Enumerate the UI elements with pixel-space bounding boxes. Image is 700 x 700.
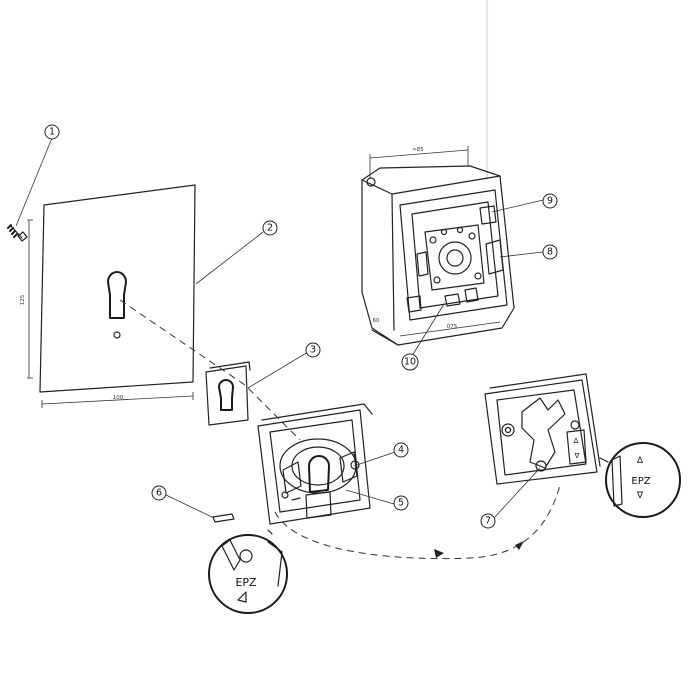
callout-6: 6 — [151, 485, 167, 501]
callout-5: 5 — [393, 495, 409, 511]
dimension-housing-base: 075 — [447, 324, 458, 330]
detail-right-arrow-down: ∇ — [636, 491, 644, 501]
arrow-up-mark: Δ — [574, 437, 579, 445]
part-rosette — [205, 361, 251, 426]
svg-text:6: 6 — [156, 488, 162, 499]
svg-text:10: 10 — [404, 357, 416, 368]
detail-right-label: EPZ — [631, 476, 650, 487]
alignment-line-cover — [119, 299, 301, 441]
callout-1: 1 — [44, 124, 60, 140]
svg-text:7: 7 — [485, 516, 491, 527]
part-surface-housing: ≈85 60 075 — [361, 146, 515, 346]
svg-text:3: 3 — [310, 345, 316, 356]
part-screw — [7, 224, 28, 242]
part-cover-plate: 125 100 — [20, 184, 196, 408]
detail-view-left: EPZ — [208, 529, 288, 614]
svg-text:5: 5 — [398, 498, 404, 509]
part-switch-insert — [257, 403, 373, 525]
dimension-housing-width: ≈85 — [412, 147, 424, 153]
detail-left-label: EPZ — [235, 576, 257, 589]
callout-7: 7 — [480, 513, 496, 529]
part-base-insert: Δ ∇ — [484, 373, 601, 485]
callout-9: 9 — [542, 193, 558, 209]
dimension-housing-depth: 60 — [373, 318, 380, 324]
callout-3: 3 — [305, 342, 321, 358]
assembly-path-arrow — [274, 484, 561, 560]
detail-right-arrow-up: Δ — [637, 456, 644, 466]
arrow-down-mark: ∇ — [574, 452, 580, 460]
svg-text:4: 4 — [398, 445, 404, 456]
detail-view-right: Δ EPZ ∇ — [599, 442, 681, 518]
svg-text:8: 8 — [547, 247, 553, 258]
callout-8: 8 — [542, 244, 558, 260]
callout-10: 10 — [401, 353, 419, 371]
svg-text:9: 9 — [547, 196, 553, 207]
leader-lines — [15, 137, 544, 519]
dimension-cover-width: 100 — [113, 395, 124, 401]
svg-text:2: 2 — [267, 223, 273, 234]
svg-text:1: 1 — [49, 127, 55, 138]
callout-2: 2 — [262, 220, 278, 236]
callout-4: 4 — [393, 442, 409, 458]
dimension-cover-height: 125 — [20, 294, 26, 305]
part-pin — [212, 513, 235, 523]
